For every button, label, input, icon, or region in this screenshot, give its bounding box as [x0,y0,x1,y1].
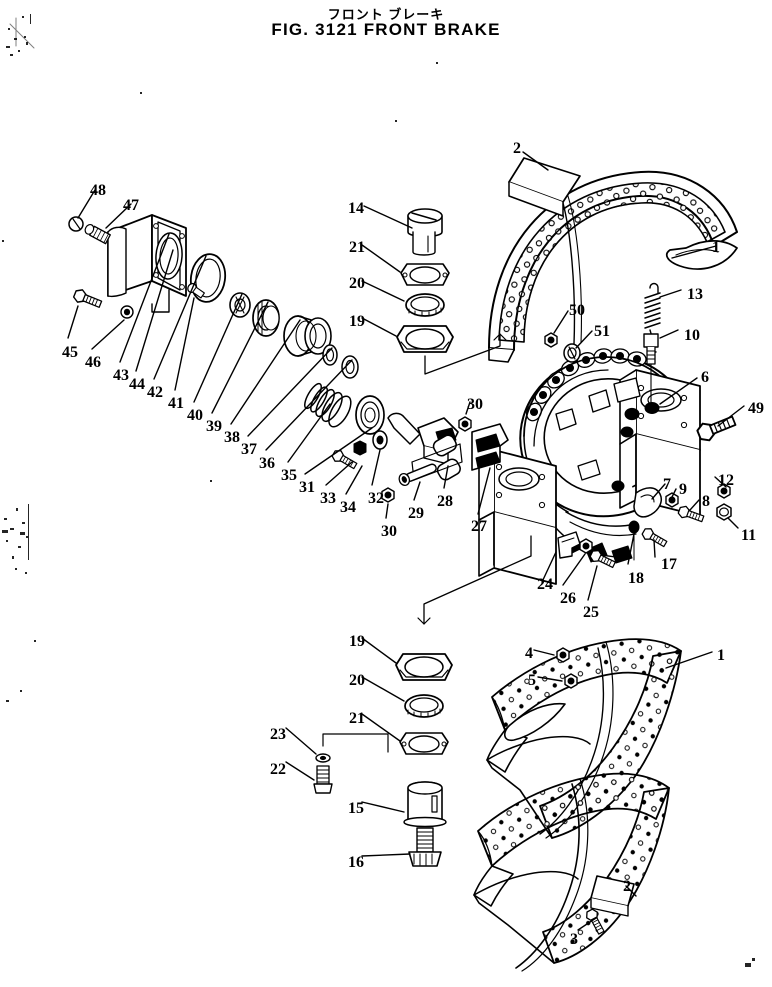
callout-number-44: 44 [129,376,145,393]
callout-number-20: 20 [349,672,365,689]
callout-number-11: 11 [741,527,757,544]
callout-number-10: 10 [684,327,700,344]
callout-number-4: 4 [525,645,533,662]
callout-number-15: 15 [348,800,364,817]
callout-number-8: 8 [702,493,710,510]
callout-number-38: 38 [224,429,240,446]
callout-number-30: 30 [381,523,397,540]
callout-number-6: 6 [701,369,709,386]
callout-number-2: 2 [623,878,631,895]
callout-number-22: 22 [270,761,286,778]
figure-title-japanese: フロント ブレーキ [327,7,445,22]
callout-number-19: 19 [349,313,365,330]
callout-number-21: 21 [349,710,365,727]
callout-number-2: 2 [513,140,521,157]
callout-number-13: 13 [687,286,703,303]
callout-number-30: 30 [467,396,483,413]
callout-number-40: 40 [187,407,203,424]
callout-number-50: 50 [569,302,585,319]
callout-number-29: 29 [408,505,424,522]
callout-number-37: 37 [241,441,257,458]
callout-number-3: 3 [570,931,578,948]
callout-number-31: 31 [299,479,315,496]
callout-number-23: 23 [270,726,286,743]
callout-number-17: 17 [661,556,677,573]
callout-number-14: 14 [348,200,364,217]
callout-number-51: 51 [594,323,610,340]
callout-number-42: 42 [147,384,163,401]
callout-number-32: 32 [368,490,384,507]
callout-number-28: 28 [437,493,453,510]
callout-number-12: 12 [718,472,734,489]
callout-number-48: 48 [90,182,106,199]
callout-number-1: 1 [712,239,720,256]
callout-number-16: 16 [348,854,364,871]
callout-number-9: 9 [679,481,687,498]
figure-title-english: FIG. 3121 FRONT BRAKE [271,20,501,39]
callout-number-43: 43 [113,367,129,384]
callout-number-18: 18 [628,570,644,587]
callout-number-26: 26 [560,590,576,607]
callout-number-21: 21 [349,239,365,256]
callout-number-33: 33 [320,490,336,507]
callout-number-27: 27 [471,518,487,535]
callout-number-7: 7 [663,476,671,493]
callout-number-19: 19 [349,633,365,650]
callout-number-35: 35 [281,467,297,484]
callout-number-41: 41 [168,395,184,412]
callout-number-46: 46 [85,354,101,371]
callout-number-45: 45 [62,344,78,361]
callout-number-24: 24 [537,576,553,593]
callout-number-20: 20 [349,275,365,292]
callout-number-25: 25 [583,604,599,621]
callout-number-34: 34 [340,499,356,516]
callout-number-39: 39 [206,418,222,435]
callout-number-36: 36 [259,455,275,472]
callout-number-1: 1 [717,647,725,664]
callout-number-49: 49 [748,400,764,417]
callout-number-47: 47 [123,197,139,214]
callout-number-5: 5 [528,672,536,689]
